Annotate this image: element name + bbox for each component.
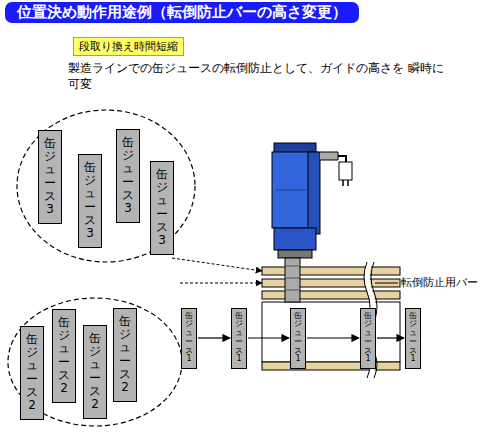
- can-label: 缶ジュース3: [122, 136, 134, 215]
- can-label: 缶ジュース3: [44, 137, 56, 216]
- can-label: 缶ジュース2: [119, 315, 131, 394]
- conveyor-arrow: [307, 337, 359, 338]
- can-box: 缶ジュース1: [231, 308, 247, 369]
- part-label: 転倒防止用バー: [401, 276, 495, 291]
- conveyor-arrow: [248, 337, 289, 338]
- can-label: 缶ジュース2: [89, 332, 101, 411]
- zoom-circle: [8, 298, 182, 426]
- can-box: 缶ジュース1: [290, 308, 306, 369]
- can-label: 缶ジュース1: [294, 312, 302, 365]
- title-bar: 位置決め動作用途例（転倒防止バーの高さ変更）: [5, 2, 359, 23]
- description-note: 製造ラインでの缶ジュースの転倒防止として、ガイドの高さを 瞬時に可変: [68, 60, 448, 92]
- zoom-circle: [17, 110, 195, 262]
- conveyor-frame: [262, 302, 400, 370]
- conveyor-arrow: [198, 337, 230, 338]
- can-label: 缶ジュース3: [156, 168, 168, 247]
- can-label: 缶ジュース2: [26, 333, 38, 412]
- can-box: 缶ジュース1: [360, 308, 376, 369]
- can-label: 缶ジュース3: [84, 161, 96, 240]
- can-box: 缶ジュース1: [405, 308, 421, 369]
- can-box: 缶ジュース2: [113, 308, 137, 402]
- conveyor-arrow: [377, 337, 404, 338]
- callout-arrow: [172, 258, 262, 283]
- can-box: 缶ジュース2: [52, 309, 76, 403]
- can-box: 缶ジュース3: [150, 161, 174, 255]
- can-label: 缶ジュース1: [235, 312, 243, 365]
- leader-line: [375, 283, 398, 284]
- can-box: 缶ジュース2: [83, 325, 107, 419]
- can-box: 缶ジュース1: [181, 308, 197, 369]
- can-box: 缶ジュース3: [38, 130, 62, 224]
- anti-tip-bars: [262, 267, 400, 299]
- can-label: 缶ジュース1: [364, 312, 372, 365]
- can-box: 缶ジュース3: [78, 154, 102, 248]
- can-box: 缶ジュース2: [20, 326, 44, 420]
- tag-text: 段取り換え時間短縮: [79, 39, 178, 54]
- highlight-tag: 段取り換え時間短縮: [73, 37, 184, 56]
- can-box: 缶ジュース3: [116, 129, 140, 223]
- can-label: 缶ジュース1: [409, 312, 417, 365]
- actuator: [272, 143, 352, 302]
- can-label: 缶ジュース2: [58, 316, 70, 395]
- can-label: 缶ジュース1: [185, 312, 193, 365]
